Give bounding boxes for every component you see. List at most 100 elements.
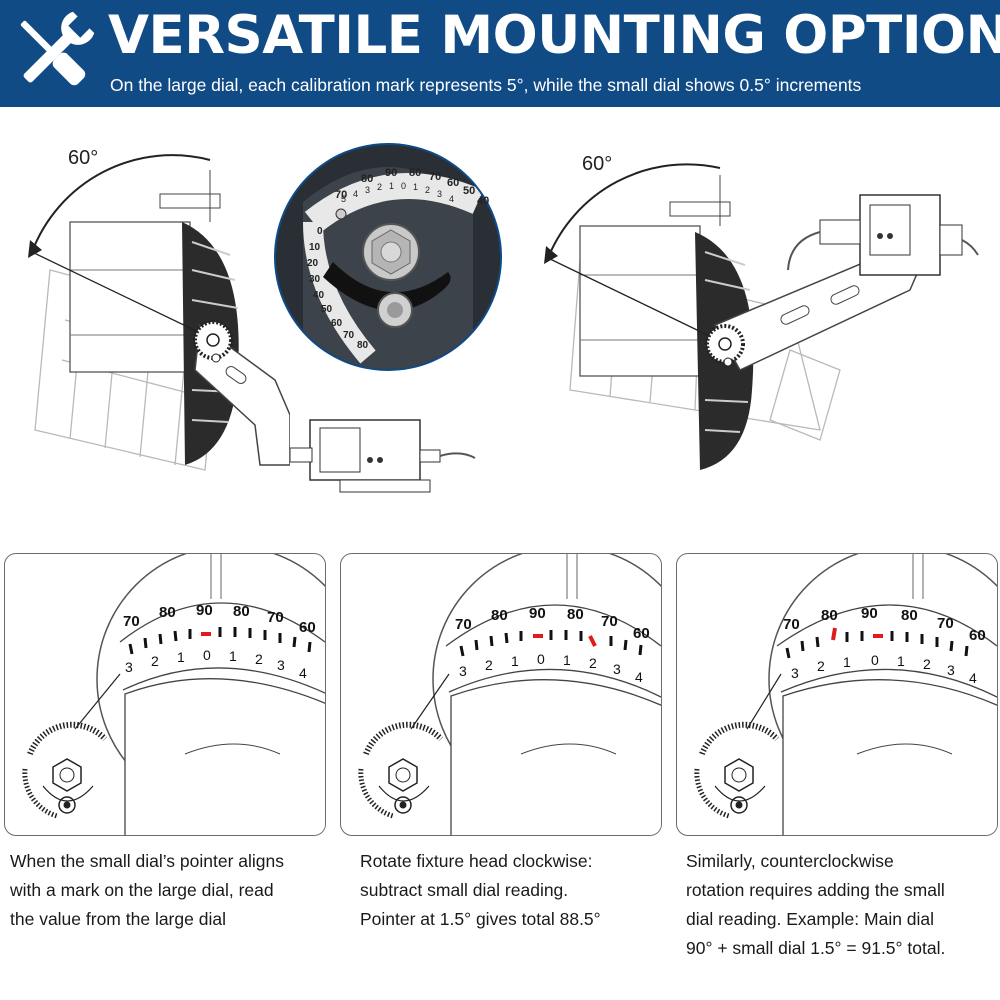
outer-dial-label: 70: [455, 616, 472, 633]
zoom-dial-sublabel: 1: [413, 182, 418, 192]
outer-dial-label: 70: [601, 613, 618, 630]
fixture-housing: [69, 221, 191, 373]
zoom-dial-label: 90: [385, 167, 397, 179]
outer-dial-label: 60: [969, 627, 986, 644]
caption-panel-2: Rotate fixture head clockwise: subtract …: [360, 847, 660, 934]
header-banner: VERSATILE MOUNTING OPTIONS On the large …: [0, 0, 1000, 107]
inner-dial-label: 1: [563, 652, 571, 668]
outer-dial-label: 80: [159, 604, 176, 621]
inner-dial-label: 4: [969, 670, 977, 686]
inner-dial-label: 3: [613, 661, 621, 677]
inner-dial-label: 3: [277, 657, 285, 673]
caption-line: Rotate fixture head clockwise:: [360, 851, 593, 871]
inner-dial-label: 1: [229, 648, 237, 664]
zoom-dial-label: 40: [477, 195, 489, 207]
zoom-dial-side-label: 20: [307, 258, 319, 269]
dial-panel-3-diagram: 70 80 90 80 70 60 3 2 1 0 1 2 3 4: [694, 554, 997, 835]
inner-dial-label: 3: [125, 659, 133, 675]
caption-line: subtract small dial reading.: [360, 880, 569, 900]
inner-dial-label: 2: [255, 651, 263, 667]
junction-box-right: [859, 194, 941, 276]
caption-line: Similarly, counterclockwise: [686, 851, 894, 871]
zoom-dial-label: 60: [447, 177, 459, 189]
outer-dial-label: 80: [567, 606, 584, 623]
outer-dial-label: 70: [937, 615, 954, 632]
caption-line: rotation requires adding the small: [686, 880, 945, 900]
wrench-screwdriver-icon: [20, 11, 95, 86]
dial-thumbnail: [358, 721, 444, 819]
junction-box-left: [289, 419, 476, 493]
tilt-angle-label: 60°: [68, 147, 98, 169]
inner-dial-label: 1: [843, 654, 851, 670]
pointer-mark-offset: [588, 635, 597, 647]
inner-dial-label: 1: [511, 653, 519, 669]
zoom-dial-side-label: 60: [331, 318, 343, 329]
inner-dial-label: 4: [299, 665, 307, 681]
inner-dial-label: 0: [203, 647, 211, 663]
zoom-dial-sublabel: 2: [377, 182, 382, 192]
dial-thumbnail: [22, 721, 108, 819]
outer-dial-label: 90: [196, 602, 213, 619]
inner-dial-label: 2: [923, 656, 931, 672]
dial-panel-1-diagram: 70 80 90 80 70 60 3 2 1 0 1 2 3 4: [22, 554, 325, 835]
dial-panel-2: 70 80 90 80 70 60 3 2 1 0 1 2 3 4: [340, 553, 662, 836]
zoom-dial-side-label: 80: [357, 340, 369, 351]
sensor-unit: [669, 201, 731, 217]
outer-dial-label: 90: [529, 605, 546, 622]
inner-dial-label: 2: [817, 658, 825, 674]
zoom-dial-sublabel: 5: [341, 194, 346, 204]
dial-panel-2-diagram: 70 80 90 80 70 60 3 2 1 0 1 2 3 4: [358, 554, 661, 835]
zoom-dial-sublabel: 4: [449, 194, 454, 204]
zoom-dial-side-label: 30: [309, 274, 321, 285]
zoom-dial-label: 70: [335, 189, 347, 201]
sensor-unit: [159, 193, 221, 209]
inner-dial-label: 3: [791, 665, 799, 681]
caption-line: with a mark on the large dial, read: [10, 880, 274, 900]
dial-thumbnail: [694, 721, 780, 819]
inner-dial-label: 1: [177, 649, 185, 665]
zoom-dial-label: 80: [361, 173, 373, 185]
caption-line: the value from the large dial: [10, 909, 226, 929]
dial-panel-3: 70 80 90 80 70 60 3 2 1 0 1 2 3 4: [676, 553, 998, 836]
inner-dial-label: 2: [485, 657, 493, 673]
caption-line: Pointer at 1.5° gives total 88.5°: [360, 909, 601, 929]
caption-panel-1: When the small dial’s pointer aligns wit…: [10, 847, 330, 934]
zoom-dial-label: 50: [463, 185, 475, 197]
inner-dial-label: 3: [459, 663, 467, 679]
zoom-dial-sublabel: 3: [365, 185, 370, 195]
outer-dial-label: 80: [233, 603, 250, 620]
outer-dial-label: 60: [299, 619, 316, 636]
inner-dial-label: 1: [897, 653, 905, 669]
inner-dial-label: 3: [947, 662, 955, 678]
zoom-dial-side-label: 40: [313, 290, 325, 301]
tilt-arc: [547, 163, 721, 259]
caption-line: dial reading. Example: Main dial: [686, 909, 935, 929]
tilt-angle-label: 60°: [582, 153, 612, 175]
pointer-mark-offset: [831, 627, 837, 641]
zoom-dial-sublabel: 0: [401, 181, 406, 191]
zoom-dial-side-label: 0: [317, 226, 323, 237]
caption-line: When the small dial’s pointer aligns: [10, 851, 284, 871]
zoom-dial-side-label: 70: [343, 330, 355, 341]
outer-dial-label: 60: [633, 625, 650, 642]
inner-dial-label: 2: [589, 655, 597, 671]
zoom-dial-sublabel: 4: [353, 189, 358, 199]
inner-dial-label: 0: [871, 652, 879, 668]
outer-dial-label: 70: [267, 609, 284, 626]
inner-dial-label: 0: [537, 651, 545, 667]
outer-dial-label: 70: [783, 616, 800, 633]
fixture-left-diagram: 60°: [28, 147, 290, 471]
inner-dial-label: 4: [635, 669, 643, 685]
zoom-dial-sublabel: 2: [425, 185, 430, 195]
caption-line: 90° + small dial 1.5° = 91.5° total.: [686, 938, 946, 958]
tilt-arc: [31, 154, 211, 253]
outer-dial-label: 70: [123, 613, 140, 630]
fixture-housing: [579, 225, 701, 377]
outer-dial-label: 80: [491, 607, 508, 624]
zoom-dial-side-label: 50: [321, 304, 333, 315]
dial-zoom-view: 70 80 90 80 70 60 50 40 5 4 3 2 1 0 1 2 …: [274, 143, 502, 371]
outer-dial-label: 80: [821, 607, 838, 624]
dial-panel-1: 70 80 90 80 70 60 3 2 1 0 1 2 3 4: [4, 553, 326, 836]
caption-panel-3: Similarly, counterclockwise rotation req…: [686, 847, 998, 963]
zoom-dial-label: 70: [429, 171, 441, 183]
